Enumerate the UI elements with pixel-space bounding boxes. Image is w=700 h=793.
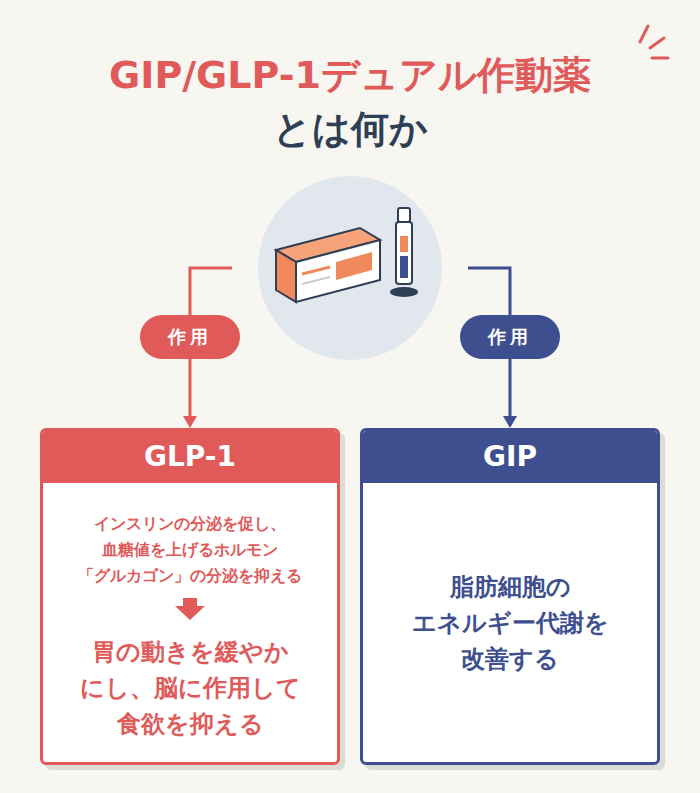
card-body: 脂肪細胞の エネルギー代謝を 改善する (390, 569, 630, 677)
effect-pill: 作用 (140, 315, 240, 359)
connector-line (509, 359, 512, 418)
medicine-box (276, 228, 380, 302)
card-heading: GIP (363, 431, 657, 483)
effect-pill: 作用 (460, 315, 560, 359)
card-body: インスリンの分泌を促し、 血糖値を上げるホルモン 「グルカゴン」の分泌を抑える (65, 511, 315, 589)
connector-line (468, 268, 510, 315)
card-heading: GLP-1 (43, 431, 337, 483)
title-spark (640, 26, 668, 58)
arrow-head (503, 416, 517, 428)
effect-card: GLP-1 インスリンの分泌を促し、 血糖値を上げるホルモン 「グルカゴン」の分泌… (40, 428, 340, 765)
illustration-circle (258, 176, 442, 360)
connector-line (190, 268, 232, 315)
pill-label: 作用 (460, 315, 560, 359)
down-arrow-symbol (175, 598, 205, 620)
card-result: 胃の動きを緩やか にし、脳に作用して 食欲を抑える (70, 634, 310, 742)
pill-label: 作用 (140, 315, 240, 359)
diagram-title: GIP/GLP-1デュアル作動薬 とは何か (30, 48, 670, 156)
injection-pen (390, 208, 418, 297)
connector-line (189, 359, 192, 418)
arrow-head (183, 416, 197, 428)
connector-arrow (183, 359, 197, 428)
connector-arrow (503, 359, 517, 428)
effect-card: GIP 脂肪細胞の エネルギー代謝を 改善する (360, 428, 660, 765)
